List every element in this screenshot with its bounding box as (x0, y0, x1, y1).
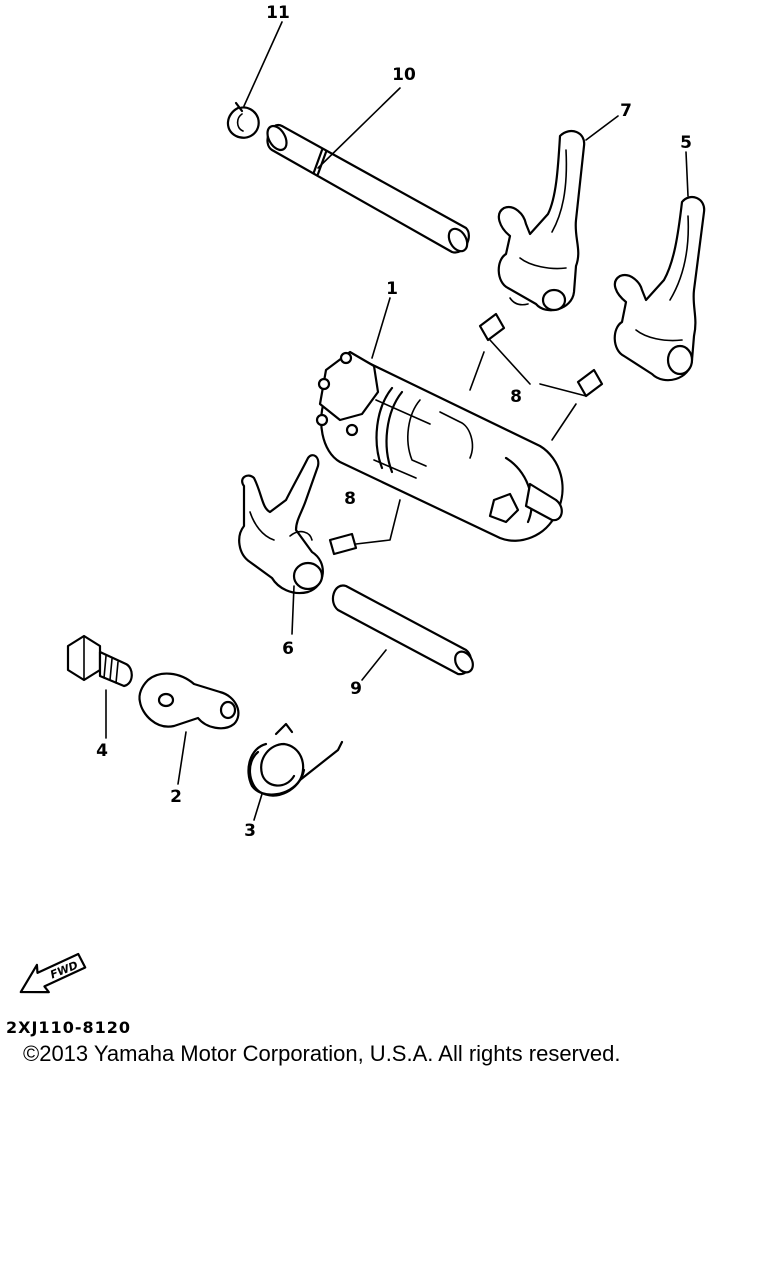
shift-cam-part-1 (315, 350, 564, 542)
part-code: 2XJ110-8120 (6, 1018, 131, 1037)
guide-bar-part-10 (266, 123, 470, 254)
callout-9: 9 (350, 679, 362, 699)
callout-7: 7 (620, 101, 632, 121)
callout-11: 11 (266, 3, 290, 23)
callout-4: 4 (96, 741, 108, 761)
callout-leaders (105, 21, 689, 821)
fwd-arrow-icon: FWD (19, 952, 87, 994)
callout-3: 3 (244, 821, 256, 841)
torsion-spring-part-3 (247, 722, 344, 797)
callout-8-upper: 8 (510, 387, 522, 407)
shift-fork-part-5 (613, 195, 706, 382)
circlip-part-11 (226, 101, 260, 139)
callout-5: 5 (680, 133, 692, 153)
callout-1: 1 (386, 279, 398, 299)
shift-fork-part-6 (238, 454, 324, 595)
guide-bar-part-9 (331, 584, 474, 676)
stopper-lever-part-2 (138, 672, 240, 730)
guide-pins-part-8 (328, 312, 604, 556)
callout-2: 2 (170, 787, 182, 807)
copyright-notice: ©2013 Yamaha Motor Corporation, U.S.A. A… (23, 1041, 621, 1066)
callout-6: 6 (282, 639, 294, 659)
shift-fork-part-7 (497, 129, 586, 312)
callout-10: 10 (392, 65, 416, 85)
callout-8-lower: 8 (344, 489, 356, 509)
bolt-part-4 (66, 634, 133, 688)
